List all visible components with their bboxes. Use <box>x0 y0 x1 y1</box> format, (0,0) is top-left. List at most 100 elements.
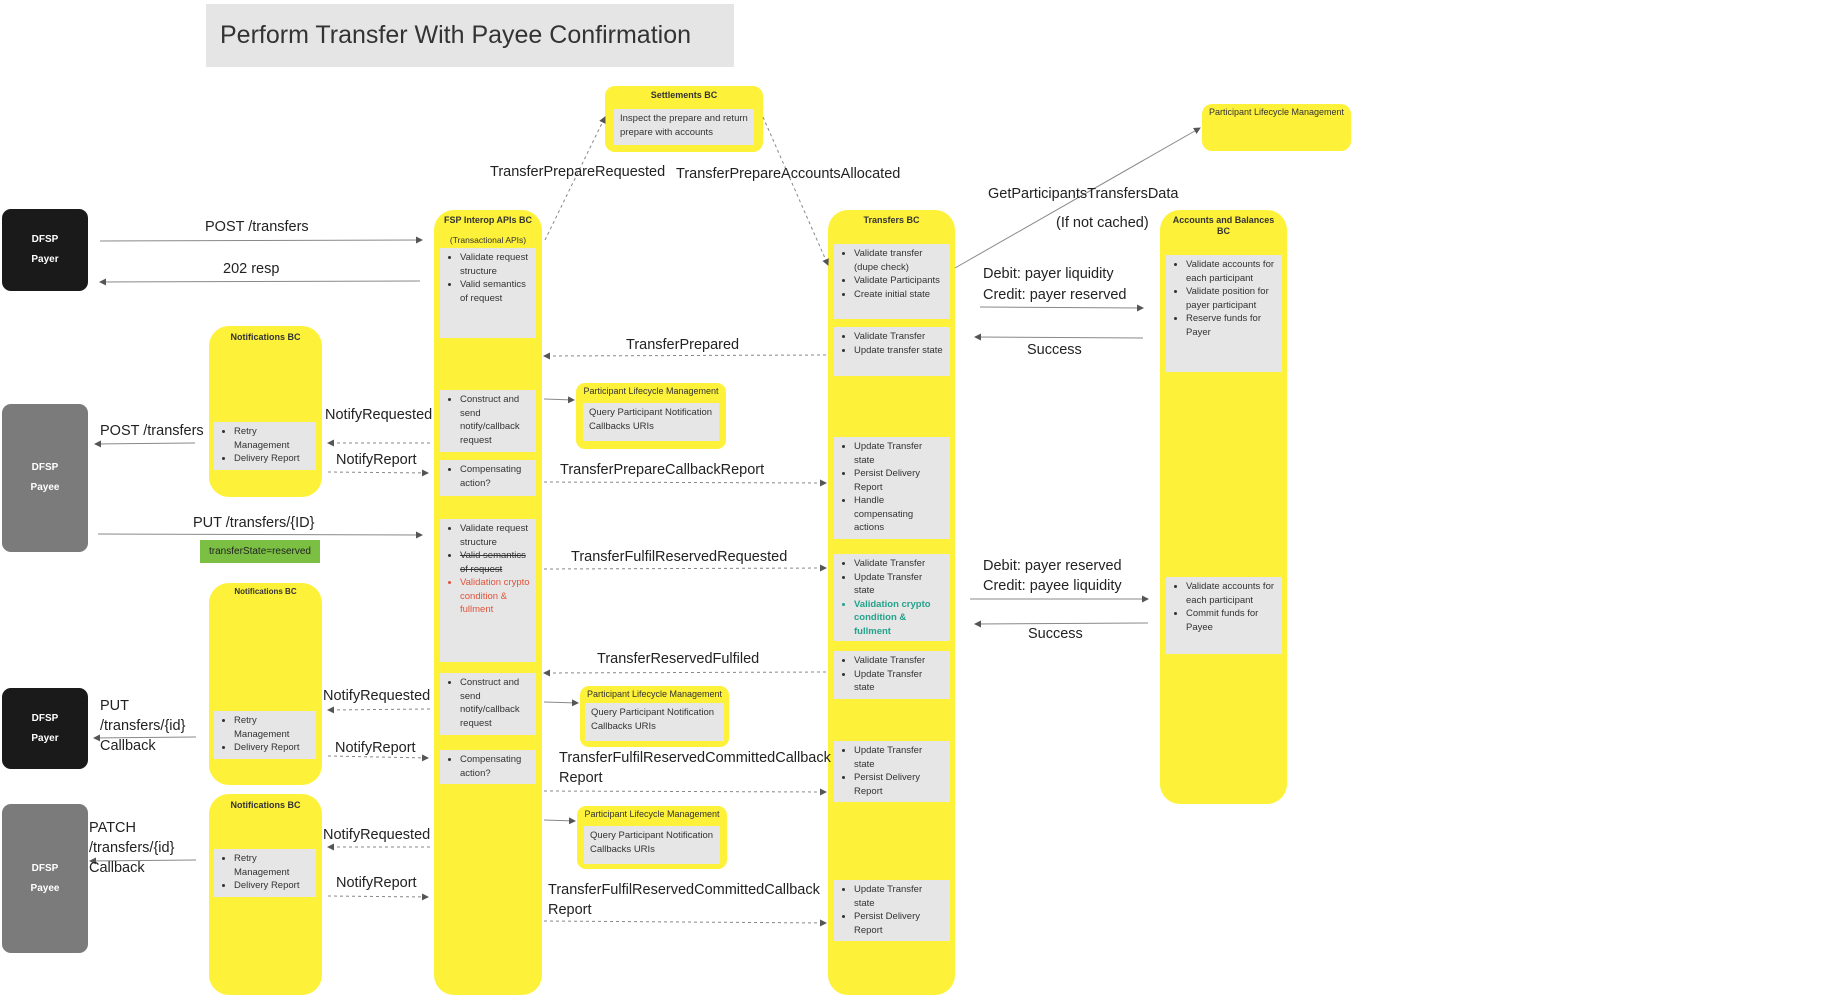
lane-title: Notifications BC <box>230 332 301 342</box>
arrow-transfer-fulfil-reserved-requested <box>543 564 827 572</box>
accounts-panel-2: Validate accounts for each participantCo… <box>1166 577 1282 654</box>
label-notify-requested-3: NotifyRequested <box>323 827 431 843</box>
arrow-post-transfers-payee <box>94 440 196 448</box>
arrow-put-transfers <box>97 531 423 539</box>
label-debit-payer-reserved: Debit: payer reserved <box>983 558 1122 574</box>
transfers-panel-1: Validate transfer (dupe check)Validate P… <box>834 244 950 319</box>
label-success-1: Success <box>1027 342 1082 358</box>
label-transfer-prepare-requested: TransferPrepareRequested <box>490 164 666 180</box>
lane-title: Notifications BC <box>234 587 297 596</box>
arrow-success-1 <box>974 333 1144 341</box>
transfers-panel-2: Validate TransferUpdate transfer state <box>834 327 950 376</box>
arrow-success-2 <box>974 620 1149 628</box>
notifications-panel-3: Retry ManagementDelivery Report <box>214 849 316 897</box>
fsp-compensating-panel-1: Compensating action? <box>440 460 536 496</box>
label-post-transfers-payee: POST /transfers <box>100 423 204 439</box>
settlements-panel: Inspect the prepare and return prepare w… <box>614 109 754 145</box>
transfers-panel-5: Validate TransferUpdate Transfer state <box>834 651 950 699</box>
lane-title: Accounts and Balances BC <box>1172 215 1275 236</box>
notifications-panel-2: Retry ManagementDelivery Report <box>214 711 316 759</box>
lane-title: Participant Lifecycle Management <box>584 809 720 819</box>
arrow-put-callback <box>93 734 197 742</box>
fsp-compensating-panel-2: Compensating action? <box>440 750 536 784</box>
lane-title: Participant Lifecycle Management <box>1208 107 1345 117</box>
label-transfer-prepared: TransferPrepared <box>626 337 740 353</box>
participant-lifecycle-1[interactable]: Participant Lifecycle Management Query P… <box>576 383 726 449</box>
arrow-transfer-reserved-fulfiled <box>543 669 827 677</box>
arrow-plm-1 <box>543 396 575 404</box>
lane-subtitle: (Transactional APIs) <box>449 235 527 245</box>
plm-panel: Query Participant Notification Callbacks… <box>583 403 719 441</box>
arrow-debit-payer-liquidity <box>979 304 1144 312</box>
arrow-plm-2 <box>543 699 579 707</box>
arrow-transfer-prepare-accounts-allocated <box>762 116 829 266</box>
label-get-participants: GetParticipantsTransfersData <box>988 186 1179 202</box>
fsp-validate-panel-2: Validate request structureValid semantic… <box>440 519 536 662</box>
accounts-panel-1: Validate accounts for each participantVa… <box>1166 255 1282 372</box>
dfsp-payer-actor-1[interactable]: DFSP Payer <box>2 209 88 291</box>
label-transfer-fulfil-reserved-requested: TransferFulfilReservedRequested <box>571 549 788 565</box>
actor-role: Payee <box>30 882 60 894</box>
transfers-panel-4: Validate TransferUpdate Transfer stateVa… <box>834 554 950 641</box>
fsp-notify-panel-1: Construct and send notify/callback reque… <box>440 390 536 452</box>
participant-lifecycle-2[interactable]: Participant Lifecycle Management Query P… <box>580 686 729 747</box>
arrow-transfer-prepare-callback-report <box>543 479 827 487</box>
lane-title: Transfers BC <box>863 215 920 225</box>
transfers-panel-3: Update Transfer statePersist Delivery Re… <box>834 437 950 539</box>
fsp-validate-panel-1: Validate request structureValid semantic… <box>440 248 536 338</box>
actor-name: DFSP <box>31 462 59 473</box>
arrow-patch-callback <box>89 857 197 865</box>
label-put-transfers: PUT /transfers/{ID} <box>193 515 315 531</box>
label-credit-payee-liquidity: Credit: payee liquidity <box>983 578 1122 594</box>
label-put-callback: PUT /transfers/{id} Callback <box>100 698 186 754</box>
label-committed-callback-report-2: TransferFulfilReservedCommittedCallback … <box>548 882 820 918</box>
label-post-transfers: POST /transfers <box>205 219 309 235</box>
label-patch-callback: PATCH /transfers/{id} Callback <box>89 820 175 876</box>
label-202-resp: 202 resp <box>223 261 280 277</box>
arrow-notify-report-1 <box>327 469 429 477</box>
label-credit-payer-reserved: Credit: payer reserved <box>983 287 1127 303</box>
arrow-get-participants <box>954 127 1201 269</box>
label-notify-report-3: NotifyReport <box>336 875 417 891</box>
notifications-panel-1: Retry ManagementDelivery Report <box>214 422 316 470</box>
dfsp-payee-actor-1[interactable]: DFSP Payee <box>2 404 88 552</box>
label-notify-report-2: NotifyReport <box>335 740 416 756</box>
lane-title: Participant Lifecycle Management <box>583 386 719 396</box>
label-if-not-cached: (If not cached) <box>1056 215 1149 231</box>
dfsp-payee-actor-2[interactable]: DFSP Payee <box>2 804 88 953</box>
arrow-transfer-prepare-requested <box>544 116 606 241</box>
arrow-notify-requested-2 <box>327 706 431 714</box>
fsp-notify-panel-2: Construct and send notify/callback reque… <box>440 673 536 735</box>
label-transfer-prepare-callback-report: TransferPrepareCallbackReport <box>560 462 765 478</box>
page-title: Perform Transfer With Payee Confirmation <box>206 4 734 67</box>
participant-lifecycle-top[interactable]: Participant Lifecycle Management <box>1202 104 1351 151</box>
actor-name: DFSP <box>31 712 59 724</box>
dfsp-payer-actor-2[interactable]: DFSP Payer <box>2 688 88 769</box>
settlements-bc[interactable]: Settlements BC Inspect the prepare and r… <box>605 86 763 152</box>
participant-lifecycle-3[interactable]: Participant Lifecycle Management Query P… <box>577 806 727 869</box>
arrow-202-resp <box>99 278 421 286</box>
label-notify-report-1: NotifyReport <box>336 452 417 468</box>
actor-name: DFSP <box>31 234 59 245</box>
label-notify-requested-2: NotifyRequested <box>323 688 431 704</box>
actor-role: Payee <box>30 482 60 493</box>
lane-title: Settlements BC <box>650 90 718 100</box>
arrow-transfer-prepared <box>543 352 827 360</box>
lane-title: Notifications BC <box>230 800 301 810</box>
transfers-panel-7: Update Transfer statePersist Delivery Re… <box>834 880 950 941</box>
arrow-plm-3 <box>543 817 576 825</box>
lane-title: FSP Interop APIs BC <box>443 215 532 225</box>
label-transfer-prepare-accounts-allocated: TransferPrepareAccountsAllocated <box>676 166 901 182</box>
arrow-post-transfers <box>99 236 423 244</box>
arrow-notify-report-3 <box>327 893 429 901</box>
arrow-committed-callback-report-1 <box>543 788 827 796</box>
lane-title: Participant Lifecycle Management <box>586 689 723 699</box>
label-notify-requested-1: NotifyRequested <box>325 407 433 423</box>
label-success-2: Success <box>1028 626 1083 642</box>
label-debit-payer-liquidity: Debit: payer liquidity <box>983 266 1114 282</box>
plm-panel: Query Participant Notification Callbacks… <box>584 826 720 864</box>
actor-role: Payer <box>31 732 59 744</box>
arrow-notify-report-2 <box>327 754 429 762</box>
transfer-state-badge: transferState=reserved <box>200 540 320 563</box>
